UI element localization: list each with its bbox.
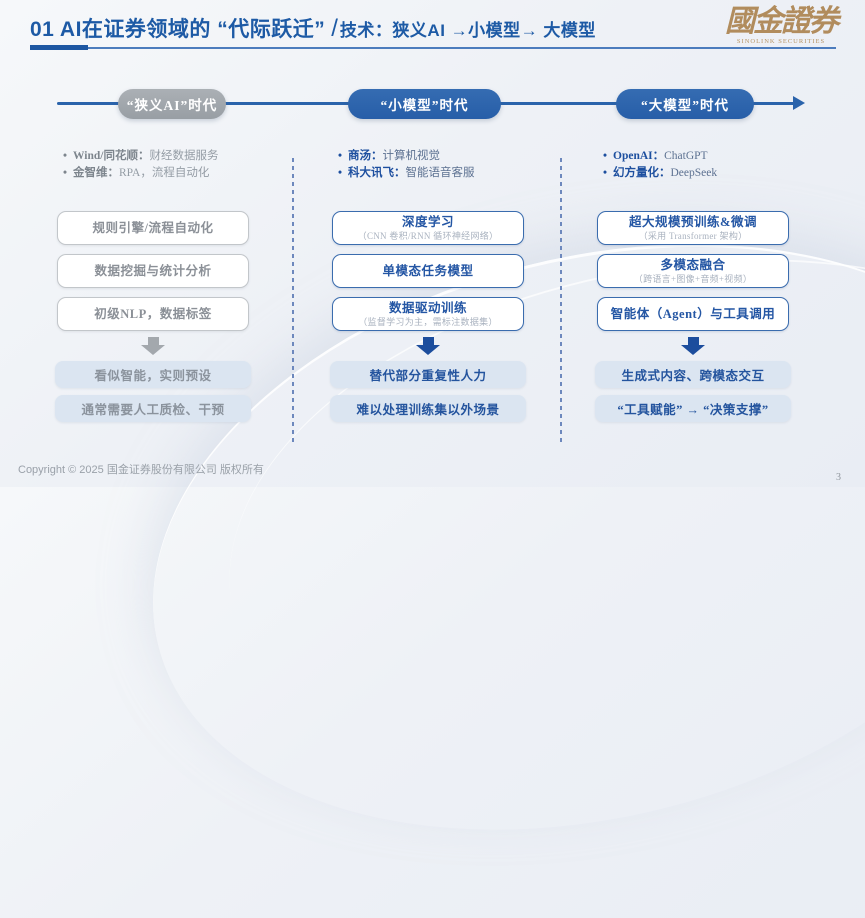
bullet-list: •商汤：计算机视觉 •科大讯飞：智能语音客服 xyxy=(330,148,526,194)
era-pill-narrow-ai: “狭义AI”时代 xyxy=(118,89,226,119)
capability-box: 多模态融合 （跨语言+图像+音频+视频） xyxy=(597,254,789,288)
logo-wordmark: 國金證券 xyxy=(725,5,839,38)
list-item: •金智维：RPA，流程自动化 xyxy=(63,165,251,182)
logo-subtitle: SINOLINK SECURITIES xyxy=(736,38,826,45)
result-box: 生成式内容、跨模态交互 xyxy=(595,361,791,388)
page-number: 3 xyxy=(836,472,841,483)
bullet-icon: • xyxy=(603,167,608,179)
era-pill-small-model: “小模型”时代 xyxy=(348,89,501,119)
capability-box: 单模态任务模型 xyxy=(332,254,524,288)
down-arrow-icon xyxy=(416,337,440,355)
capability-box: 深度学习 （CNN 卷积/RNN 循环神经网络） xyxy=(332,211,524,245)
header-rule xyxy=(88,47,836,49)
bullet-icon: • xyxy=(63,167,68,179)
bullet-icon: • xyxy=(63,150,68,162)
result-box: 难以处理训练集以外场景 xyxy=(330,395,526,422)
bullet-list: •Wind/同花顺：财经数据服务 •金智维：RPA，流程自动化 xyxy=(55,148,251,194)
bullet-list: •OpenAI：ChatGPT •幻方量化：DeepSeek xyxy=(595,148,791,194)
result-box: 替代部分重复性人力 xyxy=(330,361,526,388)
column-divider xyxy=(560,158,562,446)
bullet-icon: • xyxy=(338,150,343,162)
list-item: •幻方量化：DeepSeek xyxy=(603,165,791,182)
page-title: 01 AI在证券领域的 “代际跃迁”/技术：狭义AI →小模型→ 大模型 xyxy=(30,13,596,43)
list-item: •Wind/同花顺：财经数据服务 xyxy=(63,148,251,165)
column-narrow-ai: •Wind/同花顺：财经数据服务 •金智维：RPA，流程自动化 规则引擎/流程自… xyxy=(55,148,251,422)
timeline-arrowhead-icon xyxy=(793,96,805,110)
list-item: •商汤：计算机视觉 xyxy=(338,148,526,165)
bullet-icon: • xyxy=(603,150,608,162)
down-arrow-icon xyxy=(141,337,165,355)
slide: 01 AI在证券领域的 “代际跃迁”/技术：狭义AI →小模型→ 大模型 國金證… xyxy=(18,4,865,918)
title-slash: / xyxy=(331,15,338,42)
capability-box: 超大规模预训练&微调 （采用 Transformer 架构） xyxy=(597,211,789,245)
column-large-model: •OpenAI：ChatGPT •幻方量化：DeepSeek 超大规模预训练&微… xyxy=(595,148,791,422)
capability-box: 智能体（Agent）与工具调用 xyxy=(597,297,789,331)
bullet-icon: • xyxy=(338,167,343,179)
capability-box: 规则引擎/流程自动化 xyxy=(57,211,249,245)
column-small-model: •商汤：计算机视觉 •科大讯飞：智能语音客服 深度学习 （CNN 卷积/RNN … xyxy=(330,148,526,422)
copyright-text: Copyright © 2025 国金证券股份有限公司 版权所有 xyxy=(18,464,264,476)
era-pill-large-model: “大模型”时代 xyxy=(616,89,754,119)
column-divider xyxy=(292,158,294,446)
list-item: •科大讯飞：智能语音客服 xyxy=(338,165,526,182)
capability-box: 数据驱动训练 （监督学习为主，需标注数据集） xyxy=(332,297,524,331)
result-box: 看似智能，实则预设 xyxy=(55,361,251,388)
result-box: 通常需要人工质检、干预 xyxy=(55,395,251,422)
company-logo: 國金證券 SINOLINK SECURITIES xyxy=(725,4,839,45)
result-box: “工具赋能” → “决策支撑” xyxy=(595,395,791,422)
capability-box: 初级NLP，数据标签 xyxy=(57,297,249,331)
page-title-sub: 技术：狭义AI →小模型→ 大模型 xyxy=(339,21,596,40)
page-title-main: 01 AI在证券领域的 “代际跃迁” xyxy=(30,18,326,41)
capability-box: 数据挖掘与统计分析 xyxy=(57,254,249,288)
list-item: •OpenAI：ChatGPT xyxy=(603,148,791,165)
header-rule-accent xyxy=(30,45,88,50)
down-arrow-icon xyxy=(681,337,705,355)
